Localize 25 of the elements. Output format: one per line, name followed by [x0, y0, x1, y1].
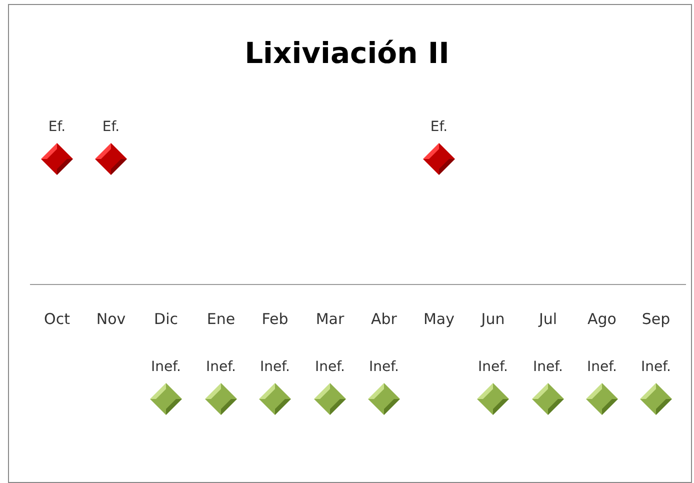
status-label: Ef. [430, 119, 448, 135]
month-label: Feb [262, 310, 288, 328]
status-label: Ef. [48, 119, 66, 135]
status-label: Inef. [369, 359, 399, 375]
month-label: Nov [96, 310, 126, 328]
month-label: Sep [642, 310, 670, 328]
month-label: Ene [206, 310, 236, 328]
month-label: Abr [371, 310, 397, 328]
status-label: Inef. [206, 359, 236, 375]
status-label: Ef. [102, 119, 120, 135]
month-label: Mar [316, 310, 344, 328]
status-label: Inef. [533, 359, 563, 375]
month-label: May [424, 310, 454, 328]
month-label: Dic [154, 310, 178, 328]
status-label: Inef. [641, 359, 671, 375]
status-label: Inef. [478, 359, 508, 375]
chart-title: Lixiviación II [244, 36, 450, 70]
status-label: Inef. [260, 359, 290, 375]
month-label: Jul [538, 310, 558, 328]
status-label: Inef. [151, 359, 181, 375]
month-label: Ago [588, 310, 616, 328]
status-label: Inef. [315, 359, 345, 375]
month-label: Oct [44, 310, 70, 328]
month-label: Jun [481, 310, 505, 328]
status-label: Inef. [587, 359, 617, 375]
